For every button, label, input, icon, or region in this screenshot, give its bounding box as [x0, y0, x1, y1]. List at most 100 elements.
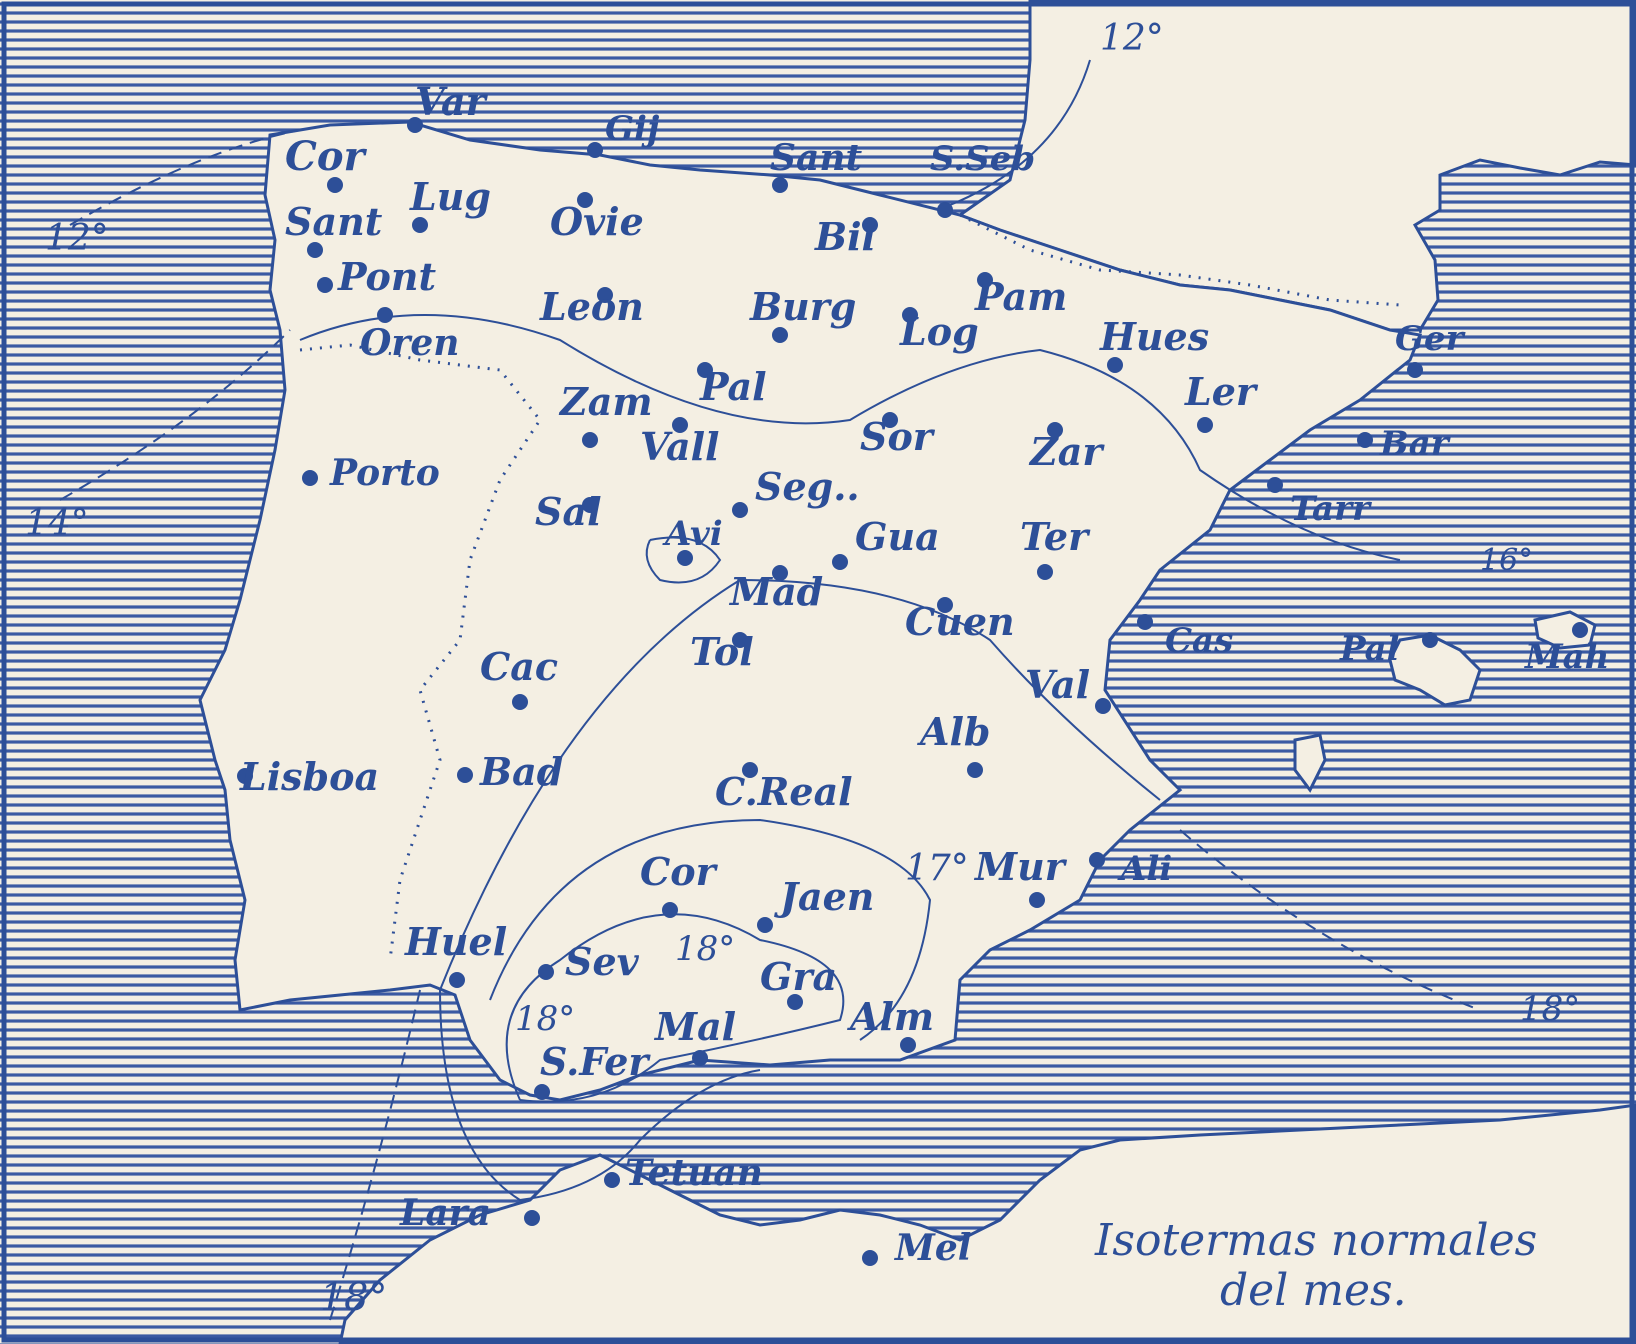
- city-label: Sev: [565, 939, 640, 984]
- city-label: Mur: [973, 844, 1068, 889]
- city-dot: [538, 964, 554, 980]
- city-label: Zar: [1028, 429, 1105, 474]
- city-label: C.Real: [715, 769, 853, 814]
- city-label: Zam: [558, 379, 653, 424]
- city-label: Mah: [1524, 637, 1609, 677]
- city-label: Ler: [1184, 369, 1259, 414]
- city-label: Bil: [814, 214, 876, 259]
- city-dot: [1029, 892, 1045, 908]
- city-dot: [1572, 622, 1588, 638]
- city-label: Sal: [535, 489, 602, 534]
- city-label: Tetuan: [625, 1152, 763, 1194]
- isotherm-label: 17°: [905, 848, 969, 889]
- city-dot: [1047, 422, 1063, 438]
- city-dot: [302, 470, 318, 486]
- map-title-line1: Isotermas normales: [1094, 1215, 1537, 1266]
- city-dot: [692, 1050, 708, 1066]
- portugal-border: [299, 343, 542, 961]
- isotherm-12: [299, 314, 1401, 561]
- isotherm-label: 18°: [675, 929, 735, 969]
- city-label: Val: [1025, 662, 1090, 707]
- isotherm-label: 18°: [515, 999, 575, 1039]
- isotherm-16: [439, 578, 1161, 991]
- city-dot: [449, 972, 465, 988]
- mallorca: [1388, 633, 1482, 707]
- city-dot: [512, 694, 528, 710]
- city-label: Cuen: [905, 599, 1015, 644]
- city-label: Sant: [285, 199, 383, 244]
- isotherm-label: 16°: [1480, 543, 1533, 578]
- isotherm-18-west: [329, 989, 421, 1321]
- city-label: Ter: [1020, 514, 1091, 559]
- city-dot: [1037, 564, 1053, 580]
- isotherm-label: 18°: [1520, 989, 1580, 1029]
- isotherm-label: 12°: [1100, 18, 1164, 59]
- city-label: Alb: [917, 709, 991, 754]
- city-label: Lisboa: [239, 754, 379, 799]
- city-dot: [742, 762, 758, 778]
- city-dot: [832, 554, 848, 570]
- city-dot: [412, 217, 428, 233]
- city-dot: [1422, 632, 1438, 648]
- city-label: Gij: [605, 109, 660, 149]
- city-label: Log: [899, 309, 979, 354]
- city-label: Tol: [690, 629, 754, 674]
- city-dot: [862, 217, 878, 233]
- city-dot: [967, 762, 983, 778]
- city-label: Jaen: [774, 874, 874, 919]
- city-dot: [882, 412, 898, 428]
- city-dot: [977, 272, 993, 288]
- city-dot: [1357, 432, 1373, 448]
- city-dot: [1107, 357, 1123, 373]
- isotherm-label: 14°: [25, 503, 89, 544]
- city-dot: [732, 502, 748, 518]
- city-label: Cor: [285, 133, 368, 180]
- city-label: Porto: [329, 452, 440, 494]
- city-dot: [772, 565, 788, 581]
- city-label: Bar: [1379, 424, 1451, 464]
- city-label: Sant: [770, 137, 862, 179]
- city-dot: [1095, 698, 1111, 714]
- menorca: [1533, 610, 1597, 650]
- isotherm-label: 12°: [45, 218, 109, 259]
- city-dot: [237, 768, 253, 784]
- city-label: Alm: [847, 994, 934, 1039]
- isotherm-12-north: [949, 59, 1091, 206]
- city-label: Mal: [653, 1004, 736, 1049]
- city-label: Pont: [337, 254, 437, 299]
- city-dot: [457, 767, 473, 783]
- city-label: Lara: [399, 1192, 491, 1234]
- city-label: Mad: [728, 569, 823, 614]
- city-dot: [582, 432, 598, 448]
- isotherm-16-east: [1179, 829, 1481, 1011]
- city-label: Cor: [640, 849, 719, 894]
- city-label: Leon: [539, 284, 644, 329]
- isotherm-12-west: [69, 129, 301, 226]
- city-dot: [900, 1037, 916, 1053]
- city-dot: [862, 1250, 878, 1266]
- city-label: Ovie: [550, 199, 644, 244]
- city-dot: [534, 1084, 550, 1100]
- city-label: Ger: [1395, 319, 1466, 359]
- city-label: Pal: [1339, 629, 1400, 669]
- city-label: Huel: [404, 919, 507, 964]
- political-border: [959, 213, 1401, 307]
- isotherm-14-west: [59, 329, 291, 501]
- city-dot: [732, 632, 748, 648]
- city-label: Gra: [760, 954, 837, 999]
- city-dot: [407, 117, 423, 133]
- city-label: Pal: [699, 364, 767, 409]
- city-dot: [1137, 614, 1153, 630]
- city-label: Hues: [1099, 314, 1209, 359]
- city-dot: [587, 142, 603, 158]
- city-dot: [772, 177, 788, 193]
- city-label: Seg..: [755, 464, 860, 509]
- city-dot: [524, 1210, 540, 1226]
- city-dot: [787, 994, 803, 1010]
- city-dot: [937, 597, 953, 613]
- city-label: Ali: [1117, 849, 1172, 889]
- city-dot: [662, 902, 678, 918]
- city-label: Gua: [855, 514, 940, 559]
- city-label: Mel: [893, 1227, 971, 1269]
- city-dot: [377, 307, 393, 323]
